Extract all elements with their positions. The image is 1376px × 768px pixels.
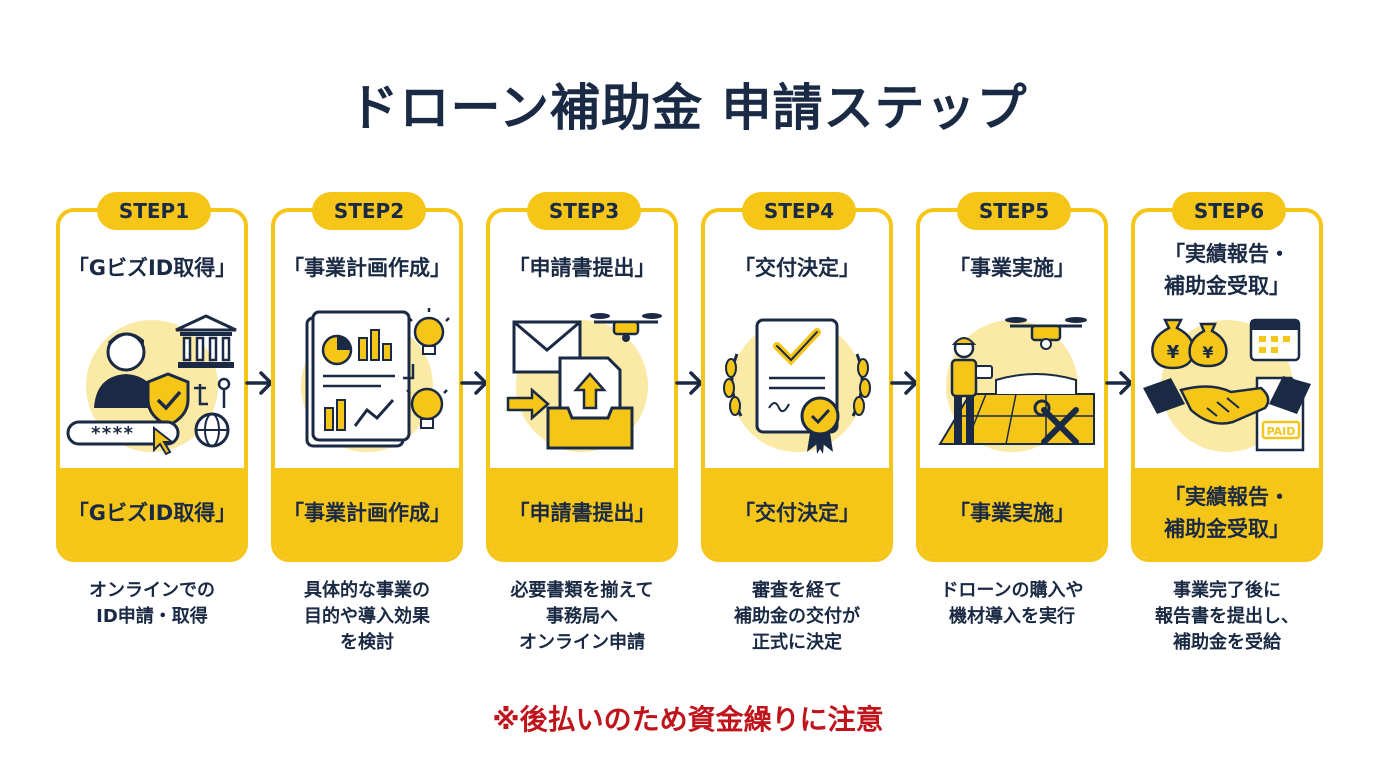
globe-icon (194, 412, 230, 448)
step4-badge: STEP4 (742, 192, 856, 230)
step1-description: オンラインでの ID申請・取得 (89, 580, 215, 627)
step6-description: 事業完了後に 報告書を提出し、 補助金を受給 (1155, 580, 1299, 653)
yen-symbol: ¥ (1167, 342, 1180, 363)
award-seal-icon (800, 396, 840, 454)
step2-badge: STEP2 (312, 192, 426, 230)
password-mask: **** (90, 423, 133, 444)
step2-band (275, 468, 459, 558)
step2-bottom-label: 「事業計画作成」 (283, 501, 451, 525)
business-plan-illustration (301, 308, 450, 452)
step6-title: 「実績報告・ 補助金受取」 (1135, 238, 1319, 302)
step6-title-line2: 補助金受取」 (1164, 274, 1290, 298)
step5-title: 「事業実施」 (949, 256, 1075, 280)
cursor-icon (153, 425, 175, 456)
wrench-tools-icon (1033, 399, 1079, 445)
step5-badge: STEP5 (957, 192, 1071, 230)
calendar-icon (1249, 318, 1301, 362)
step2-description: 具体的な事業の 目的や導入効果 を検討 (304, 580, 430, 653)
step6-title-line1: 「実績報告・ (1164, 242, 1290, 266)
bank-icon (175, 314, 237, 368)
report-and-payment-illustration: ¥ ¥ PAID (1143, 318, 1311, 452)
step3-title: 「申請書提出」 (508, 256, 656, 280)
money-bag-icon: ¥ (1188, 322, 1228, 368)
step5-bottom-label: 「事業実施」 (949, 501, 1075, 525)
inbox-tray-icon (546, 406, 634, 450)
step6-card: 「実績報告・ 補助金受取」 ¥ ¥ (1131, 208, 1323, 562)
send-arrow-icon (506, 387, 550, 421)
step6-band (1135, 468, 1319, 558)
step3-card: 「申請書提出」 「申請書提出」 (486, 208, 678, 562)
step5-card: 「事業実施」 (916, 208, 1108, 562)
step4-description: 審査を経て 補助金の交付が 正式に決定 (734, 580, 860, 653)
page-title: ドローン補助金 申請ステップ (348, 79, 1028, 137)
key-icon (194, 377, 231, 408)
payment-warning-note: ※後払いのため資金繰りに注意 (492, 703, 884, 736)
user-icon (94, 332, 158, 408)
step2-card: 「事業計画作成」 (271, 208, 463, 562)
money-bag-icon: ¥ (1151, 318, 1195, 370)
step1-badge: STEP1 (97, 192, 211, 230)
step4-card: 「交付決定」 (701, 208, 893, 562)
step5-description: ドローンの購入や 機材導入を実行 (940, 580, 1084, 627)
application-submission-illustration (506, 313, 662, 452)
step1-band (60, 468, 244, 558)
yen-symbol: ¥ (1202, 343, 1213, 362)
password-field: **** (66, 420, 180, 446)
drone-icon (1005, 317, 1087, 350)
step4-bottom-label: 「交付決定」 (734, 501, 860, 525)
laurel-icon (723, 353, 871, 417)
drone-icon (590, 313, 662, 342)
step2-title: 「事業計画作成」 (283, 256, 451, 280)
lightbulb-icon (408, 308, 450, 355)
step6-bottom-label: 「実績報告・ 補助金受取」 (1164, 485, 1290, 541)
lightbulb-icon (406, 387, 448, 429)
worker-icon (950, 337, 993, 444)
project-execution-illustration (938, 317, 1095, 452)
step4-title: 「交付決定」 (734, 256, 860, 280)
step1-card: 「GビズID取得」 **** (56, 208, 248, 562)
step1-title: 「GビズID取得」 (67, 256, 237, 280)
handshake-icon (1143, 376, 1311, 425)
step1-bottom-label: 「GビズID取得」 (67, 501, 237, 525)
grant-decision-illustration (723, 318, 871, 454)
document-report-icon (305, 310, 411, 448)
step3-badge: STEP3 (527, 192, 641, 230)
step5-band (920, 468, 1104, 558)
paid-stamp: PAID (1267, 425, 1296, 438)
step6-badge: STEP6 (1172, 192, 1286, 230)
connector-arrow (403, 364, 415, 380)
step4-band (705, 468, 889, 558)
id-registration-illustration: **** (66, 314, 237, 456)
step3-bottom-label: 「申請書提出」 (508, 501, 656, 525)
step3-band (490, 468, 674, 558)
step3-description: 必要書類を揃えて 事務局へ オンライン申請 (510, 580, 654, 653)
